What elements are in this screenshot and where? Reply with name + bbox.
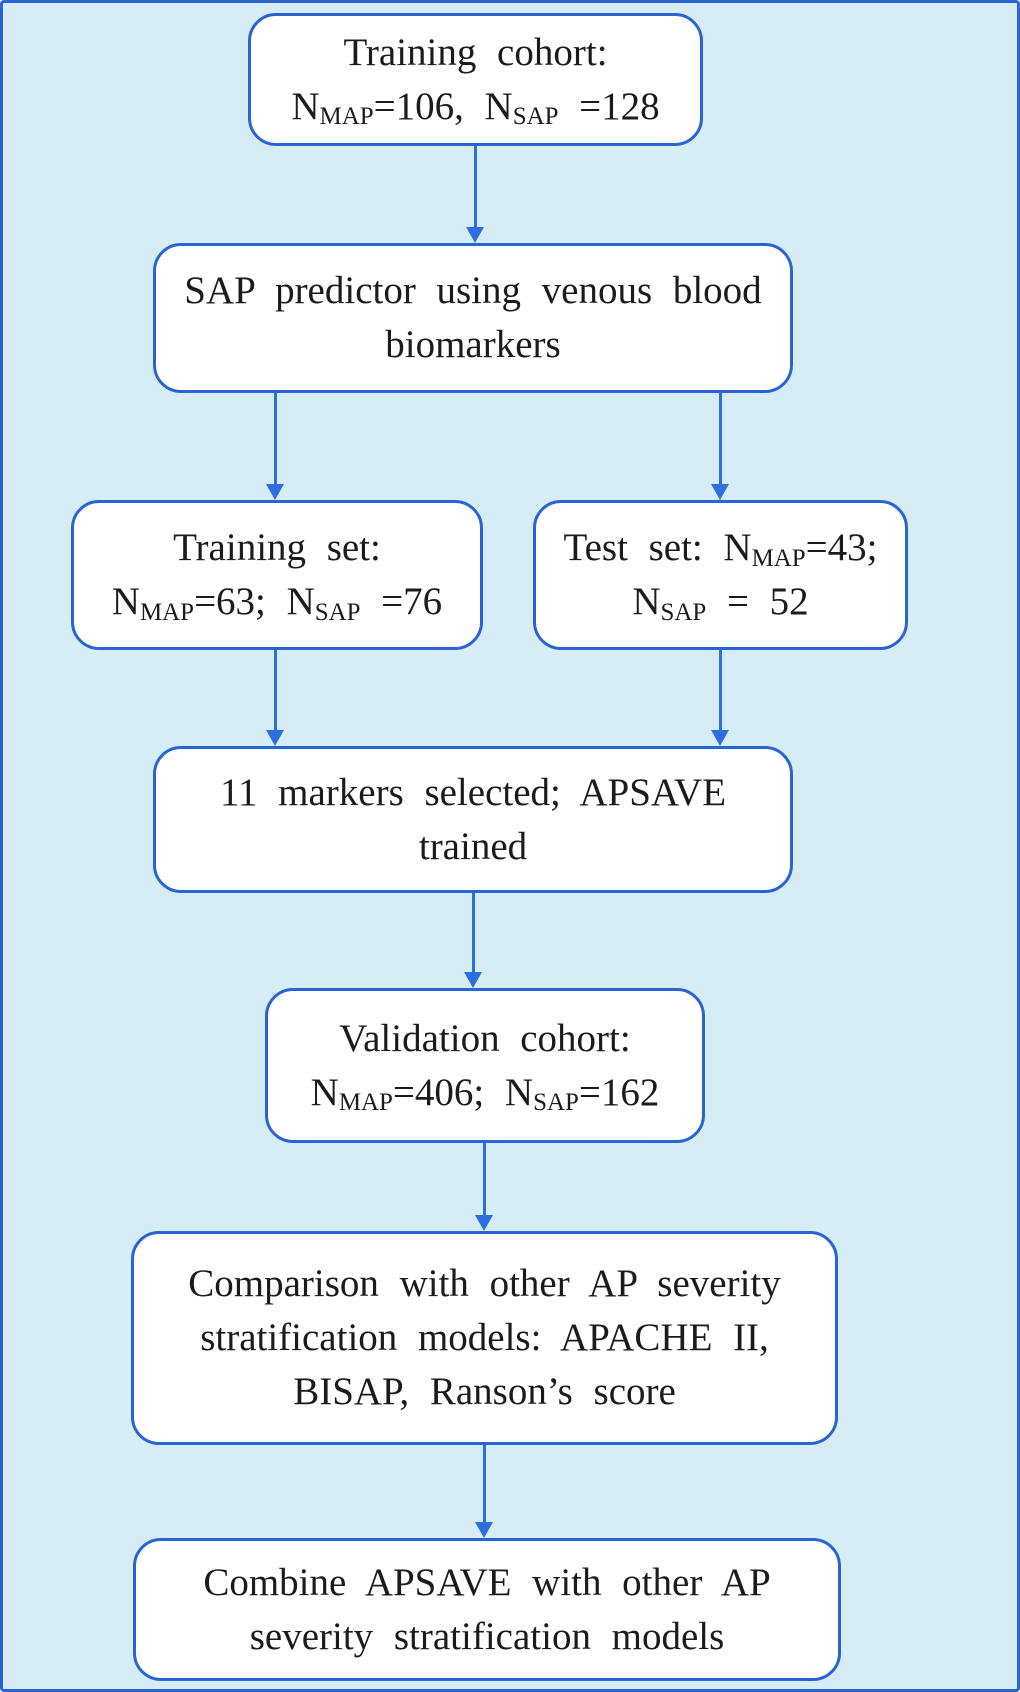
flow-box-training-set-text: Training set:NMAP=63; NSAP =76	[111, 526, 443, 626]
arrow-stem	[273, 393, 277, 486]
arrow-head-icon	[475, 1522, 493, 1538]
arrow-head-icon	[466, 227, 484, 243]
arrow-stem	[273, 650, 277, 732]
arrow-stem	[471, 893, 475, 974]
arrow-head-icon	[711, 484, 729, 500]
arrow-head-icon	[266, 484, 284, 500]
flow-box-training-cohort: Training cohort:NMAP=106, NSAP =128	[248, 13, 703, 146]
arrow-head-icon	[464, 972, 482, 988]
arrow-head-icon	[266, 730, 284, 746]
arrow-stem	[482, 1445, 486, 1524]
arrow-stem	[473, 146, 477, 229]
arrow-stem	[718, 393, 722, 486]
arrow-stem	[482, 1143, 486, 1217]
arrow-head-icon	[475, 1215, 493, 1231]
arrow-head-icon	[711, 730, 729, 746]
flow-box-validation-cohort: Validation cohort:NMAP=406; NSAP=162	[265, 988, 705, 1143]
flow-box-test-set-text: Test set: NMAP=43;NSAP = 52	[563, 526, 878, 626]
flow-box-test-set: Test set: NMAP=43;NSAP = 52	[533, 500, 908, 650]
flow-box-training-cohort-text: Training cohort:NMAP=106, NSAP =128	[291, 30, 660, 131]
flow-box-training-set: Training set:NMAP=63; NSAP =76	[71, 500, 483, 650]
flow-box-validation-cohort-text: Validation cohort:NMAP=406; NSAP=162	[310, 1016, 660, 1117]
arrow-stem	[718, 650, 722, 732]
